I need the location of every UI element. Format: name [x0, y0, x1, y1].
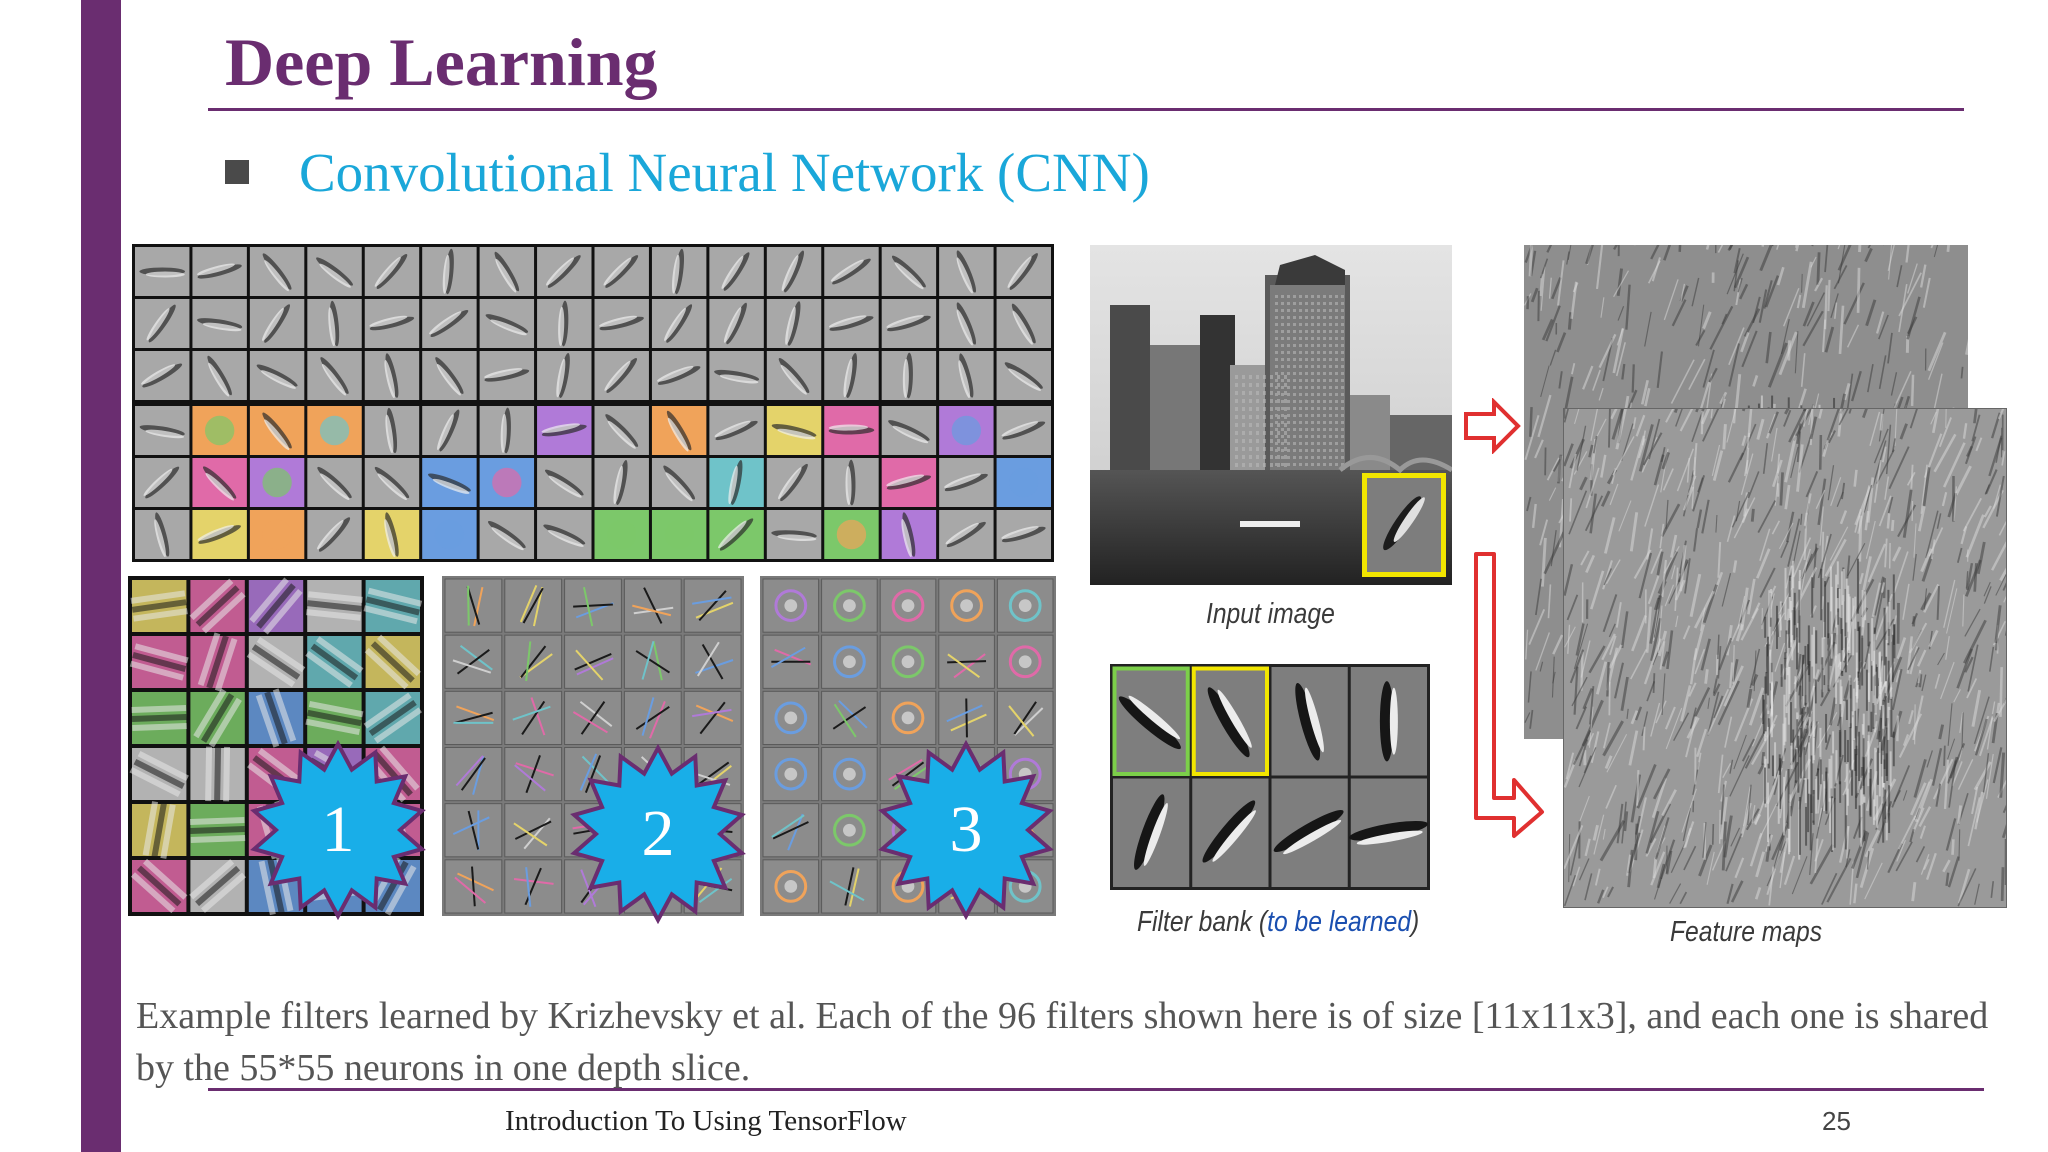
arrow-down-right-icon [1474, 552, 1544, 838]
page-number: 25 [1822, 1106, 1851, 1136]
bullet-item: Convolutional Neural Network (CNN) [225, 140, 1150, 204]
filter-bank-label-prefix: Filter bank ( [1137, 906, 1268, 938]
layer-number-star-1: 1 [248, 740, 428, 920]
input-image-label: Input image [1206, 598, 1335, 630]
highlighted-filter-inset [1362, 473, 1446, 577]
slide-title: Deep Learning [225, 24, 658, 100]
feature-maps-label: Feature maps [1670, 916, 1823, 948]
star-number-2: 2 [641, 797, 675, 870]
square-bullet-icon [225, 160, 249, 184]
sidebar-accent-bar [81, 0, 121, 1152]
title-divider [208, 108, 1964, 111]
filter-bank-label-suffix: ) [1411, 906, 1420, 938]
footer-text: Introduction To Using TensorFlow [505, 1105, 907, 1137]
layer-number-star-3: 3 [876, 740, 1056, 920]
filter-bank-label: Filter bank (to be learned) [1137, 906, 1419, 939]
filter-grid-large [132, 244, 1054, 562]
input-image [1090, 245, 1452, 585]
star-number-3: 3 [949, 793, 983, 866]
layer-visualization-3 [760, 576, 1056, 916]
filter-bank [1110, 664, 1430, 890]
star-number-1: 1 [321, 793, 355, 866]
layer-number-star-2: 2 [568, 744, 748, 924]
figure-caption: Example filters learned by Krizhevsky et… [136, 995, 1989, 1089]
feature-map-front [1563, 408, 2007, 908]
arrow-right-icon [1464, 398, 1521, 454]
footer-divider [208, 1088, 1984, 1091]
filter-bank-label-accent: to be learned [1267, 906, 1412, 938]
slide-subtitle: Convolutional Neural Network (CNN) [299, 141, 1150, 203]
